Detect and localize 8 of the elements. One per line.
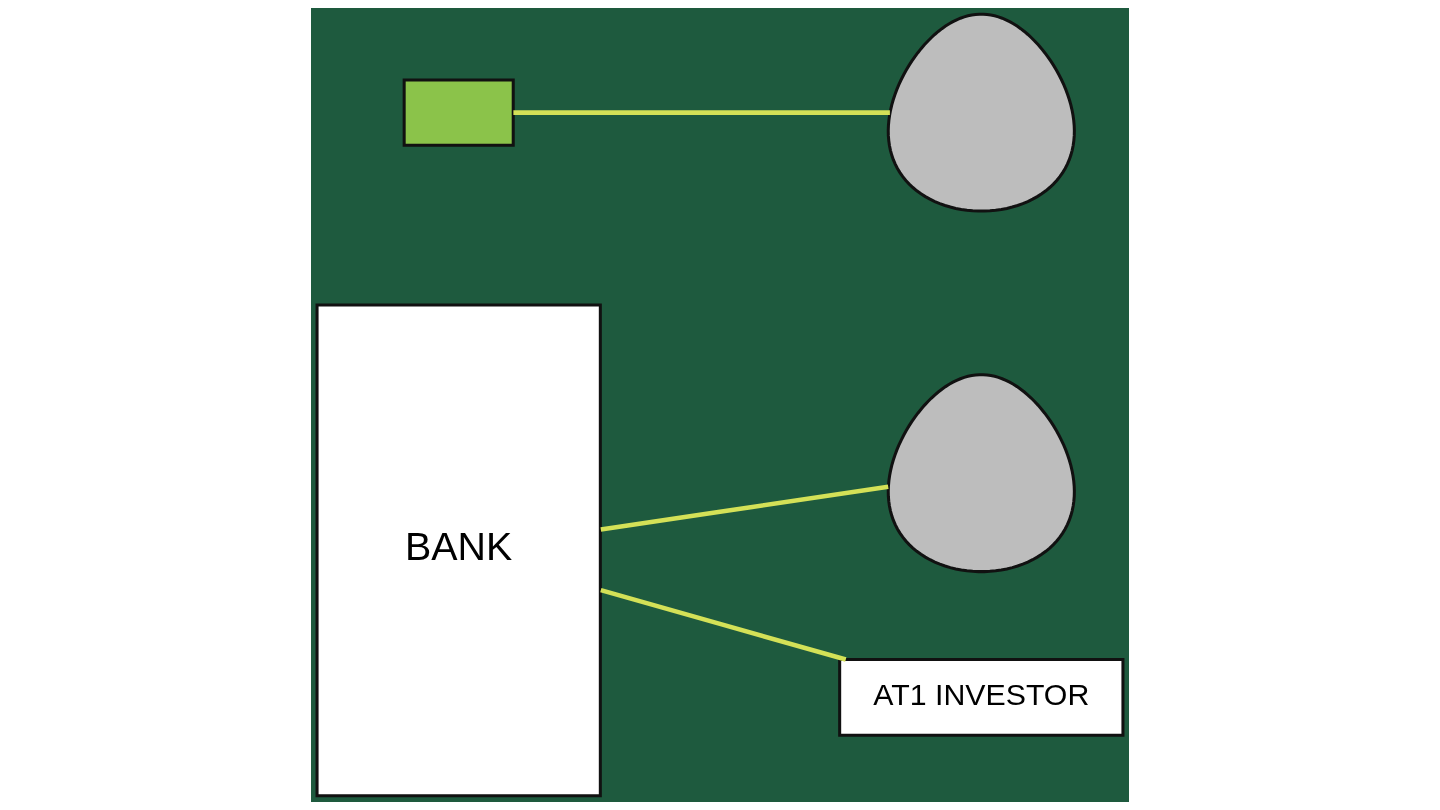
node-box [402,78,515,147]
node-box: BANK [315,303,602,798]
node-box: AT1 INVESTOR [838,657,1125,737]
connector [600,588,847,662]
node-person [886,373,1076,574]
connector [600,484,889,532]
connector [513,110,890,115]
node-person [886,12,1076,213]
